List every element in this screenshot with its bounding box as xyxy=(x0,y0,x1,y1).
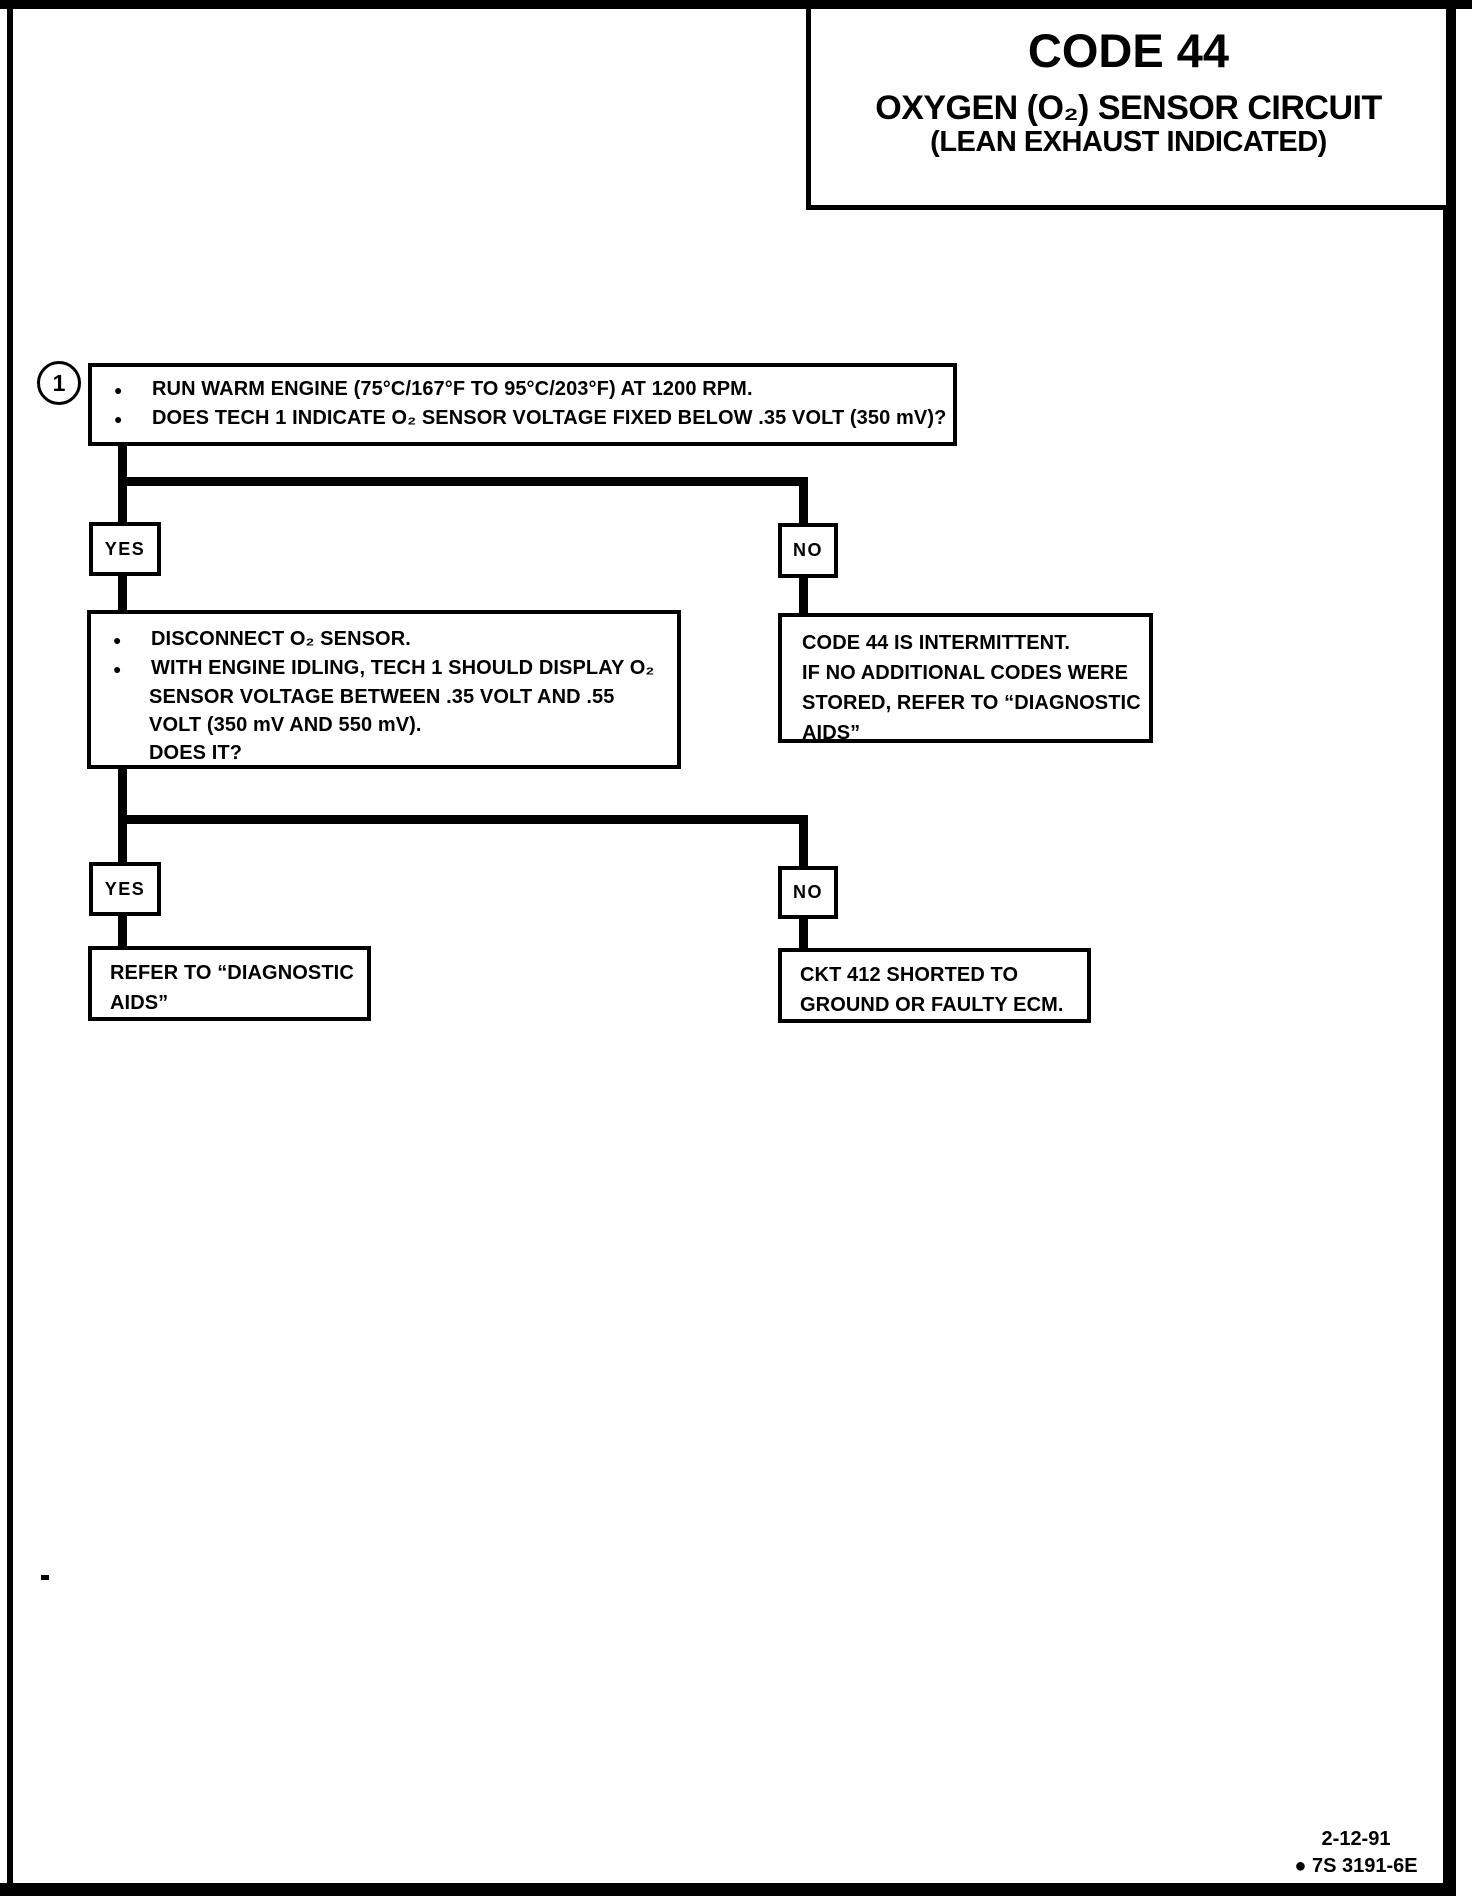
branch2-yes-box: YES xyxy=(89,862,161,916)
title-panel: CODE 44 OXYGEN (O₂) SENSOR CIRCUIT (LEAN… xyxy=(806,4,1451,210)
bullet-icon: ● xyxy=(113,661,122,677)
connector-line xyxy=(799,486,808,527)
page-border-top xyxy=(0,0,1472,9)
footer-date: 2-12-91 xyxy=(1321,1828,1391,1850)
branch2-no-label: NO xyxy=(793,882,823,902)
footer-publication-info: 2-12-91 ● 7S 3191-6E xyxy=(1283,1826,1429,1880)
run-warm-engine-line: RUN WARM ENGINE (75°C/167°F TO 95°C/203°… xyxy=(152,378,753,400)
stray-scan-mark xyxy=(41,1575,49,1580)
flow-box-refer-diagnostic-aids: REFER TO “DIAGNOSTIC AIDS” xyxy=(88,946,371,1021)
page-border-bottom xyxy=(0,1883,1456,1896)
does-it-line: DOES IT? xyxy=(149,742,243,764)
bullet-icon: ● xyxy=(114,382,123,398)
page-border-right xyxy=(1443,0,1456,1896)
sensor-voltage-line: SENSOR VOLTAGE BETWEEN .35 VOLT AND .55 xyxy=(149,686,615,708)
ckt412-line-2: GROUND OR FAULTY ECM. xyxy=(800,994,1064,1016)
page-subtitle-2: (LEAN EXHAUST INDICATED) xyxy=(930,126,1327,158)
connector-bar-1 xyxy=(118,477,808,486)
bullet-icon: ● xyxy=(114,411,123,427)
ckt412-line-1: CKT 412 SHORTED TO xyxy=(800,964,1019,986)
branch1-no-label: NO xyxy=(793,540,823,560)
engine-idling-line: WITH ENGINE IDLING, TECH 1 SHOULD DISPLA… xyxy=(151,657,655,679)
branch2-no-box: NO xyxy=(778,866,838,919)
volt-range-line: VOLT (350 mV AND 550 mV). xyxy=(149,714,422,736)
connector-line xyxy=(118,486,127,526)
connector-line xyxy=(118,824,127,866)
connector-line xyxy=(799,577,808,617)
connector-line xyxy=(118,575,127,614)
refer-line-1: REFER TO “DIAGNOSTIC xyxy=(110,962,354,984)
disconnect-line: DISCONNECT O₂ SENSOR. xyxy=(151,628,411,650)
branch1-no-box: NO xyxy=(778,523,838,578)
intermittent-line-1: CODE 44 IS INTERMITTENT. xyxy=(802,632,1070,654)
connector-line xyxy=(799,919,808,952)
page-title: CODE 44 xyxy=(1027,24,1230,77)
bullet-icon: ● xyxy=(113,632,122,648)
refer-line-2: AIDS” xyxy=(110,992,169,1014)
flow-box-ckt412: CKT 412 SHORTED TO GROUND OR FAULTY ECM. xyxy=(778,948,1091,1023)
branch1-yes-box: YES xyxy=(89,522,161,576)
connector-line xyxy=(118,916,127,950)
intermittent-line-3: STORED, REFER TO “DIAGNOSTIC xyxy=(802,692,1141,714)
connector-line xyxy=(118,768,127,819)
footer-doc-number: ● 7S 3191-6E xyxy=(1294,1855,1418,1877)
tech1-question-line: DOES TECH 1 INDICATE O₂ SENSOR VOLTAGE F… xyxy=(152,407,947,429)
branch1-yes-label: YES xyxy=(104,538,146,559)
connector-line xyxy=(799,824,808,870)
connector-line xyxy=(118,445,127,481)
flow-box-run-warm-engine: ● RUN WARM ENGINE (75°C/167°F TO 95°C/20… xyxy=(88,363,957,446)
intermittent-line-2: IF NO ADDITIONAL CODES WERE xyxy=(802,662,1129,684)
intermittent-line-4: AIDS” xyxy=(802,722,861,744)
branch2-yes-label: YES xyxy=(104,878,146,899)
flow-box-intermittent: CODE 44 IS INTERMITTENT. IF NO ADDITIONA… xyxy=(778,613,1153,744)
page-border-left xyxy=(7,0,13,1896)
step-1-marker: 1 xyxy=(37,361,81,405)
page-subtitle: OXYGEN (O₂) SENSOR CIRCUIT xyxy=(875,89,1382,127)
flow-box-disconnect-sensor: ● DISCONNECT O₂ SENSOR. ● WITH ENGINE ID… xyxy=(87,610,681,769)
step-1-number: 1 xyxy=(52,369,66,396)
connector-bar-2 xyxy=(118,815,808,824)
